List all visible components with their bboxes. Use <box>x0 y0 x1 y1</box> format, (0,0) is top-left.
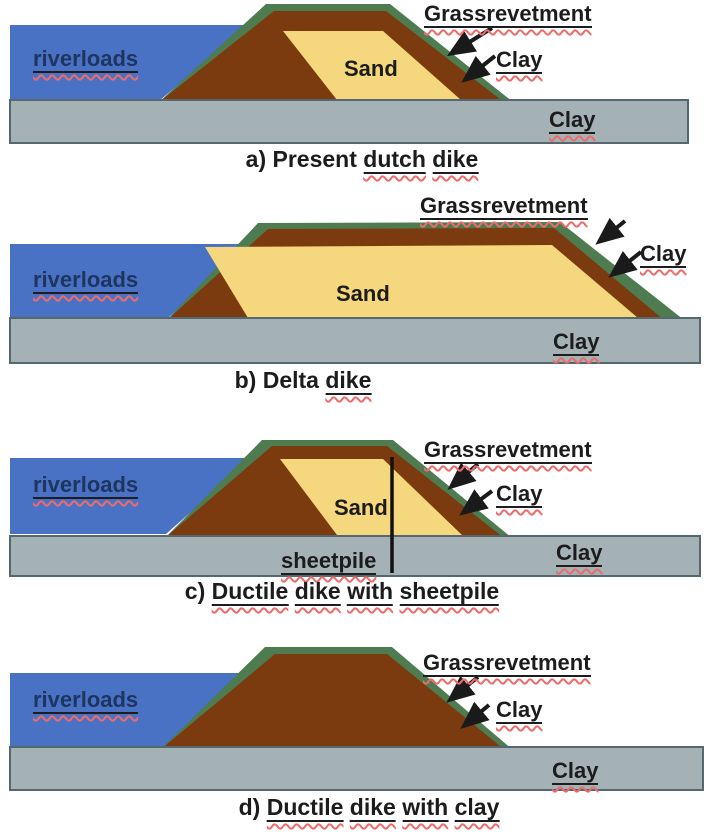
water-label-a: riverloads <box>33 46 139 73</box>
caption-prefix-d: d) <box>238 794 267 820</box>
caption-d: d) Ductile dike with clay <box>238 794 500 822</box>
foundation-shape-a <box>9 99 689 144</box>
water-label-c: riverloads <box>33 472 139 499</box>
caption-prefix-b: b) Delta <box>234 367 326 393</box>
foundation-label-b: Clay <box>553 329 600 356</box>
foundation-label-c: Clay <box>556 540 603 567</box>
foundation-label-a: Clay <box>549 107 596 134</box>
caption-prefix-a: a) Present <box>245 146 364 172</box>
sheetpile-label: sheetpile <box>281 548 377 575</box>
arrow-grassrevetment-a <box>446 26 494 57</box>
caption-c: c) Ductile dike with sheetpile <box>184 578 500 606</box>
arrow-grassrevetment-b <box>595 217 627 245</box>
water-shape-d <box>10 673 251 749</box>
revetment-label-d: Grassrevetment <box>423 650 591 677</box>
clay-annotation-label-a: Clay <box>496 47 543 74</box>
foundation-shape-d <box>9 746 704 791</box>
foundation-shape-b <box>9 317 701 364</box>
foundation-shape-c <box>9 535 701 577</box>
sand-core-shape-b <box>205 245 638 318</box>
sand-core-shape-a <box>283 31 461 100</box>
arrow-grassrevetment-d <box>446 675 480 703</box>
revetment-label-b: Grassrevetment <box>420 193 588 220</box>
sand-label-a: Sand <box>344 56 398 81</box>
water-shape-c <box>10 458 252 534</box>
arrow-grassrevetment-c <box>447 462 480 490</box>
caption-b: b) Delta dike <box>234 367 372 395</box>
caption-a: a) Present dutch dike <box>245 146 479 174</box>
caption-prefix-c: c) <box>184 578 212 604</box>
clay-annotation-label-c: Clay <box>496 481 543 508</box>
arrow-clay-b <box>608 250 643 278</box>
water-shape-a <box>10 25 249 101</box>
water-label-d: riverloads <box>33 687 139 714</box>
revetment-label-a: Grassrevetment <box>424 1 592 28</box>
sand-label-b: Sand <box>336 281 390 306</box>
arrow-clay-c <box>459 489 494 516</box>
clay-annotation-label-d: Clay <box>496 697 543 724</box>
water-label-b: riverloads <box>33 267 139 294</box>
clay-annotation-label-b: Clay <box>640 241 687 268</box>
water-shape-b <box>10 244 248 319</box>
sand-label-c: Sand <box>334 495 388 520</box>
foundation-label-d: Clay <box>552 758 599 785</box>
sand-core-shape-c <box>280 459 462 535</box>
revetment-label-c: Grassrevetment <box>424 437 592 464</box>
arrow-clay-a <box>461 54 497 83</box>
clay-body-shape-d <box>160 654 505 750</box>
arrow-clay-d <box>460 701 491 729</box>
